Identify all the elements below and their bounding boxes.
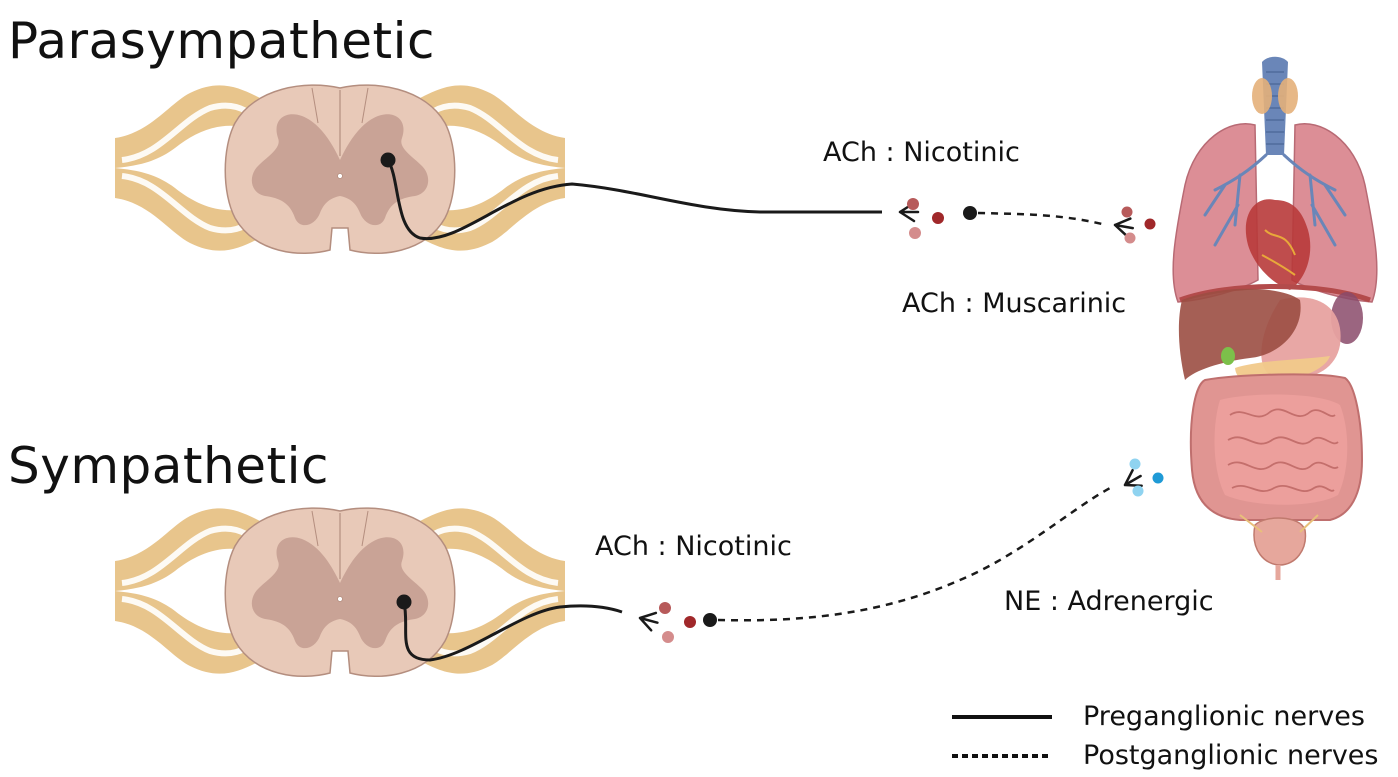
sympathetic-postganglionic-nerve (717, 486, 1111, 622)
parasympathetic-preganglionic-nerve (386, 159, 882, 241)
parasympathetic-spinal-cord (115, 85, 565, 253)
sympathetic-preganglionic-nerve (402, 601, 623, 662)
parasympathetic-ganglion-neuron-body (963, 206, 977, 220)
ne-molecule (1132, 485, 1144, 497)
ach-molecule (907, 198, 919, 210)
sympathetic-neuron-body (396, 594, 412, 610)
legend-postganglionic-label: Postganglionic nerves (1083, 740, 1379, 771)
sympathetic-postganglionic-receptor-label: NE : Adrenergic (1004, 586, 1214, 617)
ach-molecule (1144, 218, 1156, 230)
ach-molecule (909, 227, 921, 239)
ach-molecule (659, 602, 671, 614)
ach-molecule (684, 616, 696, 628)
ach-molecule (932, 212, 944, 224)
parasympathetic-postganglionic-receptor-label: ACh : Muscarinic (902, 288, 1127, 319)
parasympathetic-postganglionic-nerve (977, 211, 1103, 226)
sympathetic-preganglionic-receptor-label: ACh : Nicotinic (595, 531, 792, 562)
ach-molecule (662, 631, 674, 643)
parasympathetic-title: Parasympathetic (8, 12, 436, 70)
sympathetic-ganglion-neuron-body (703, 613, 717, 627)
sympathetic-spinal-cord (115, 508, 565, 676)
sympathetic-title: Sympathetic (8, 437, 329, 495)
ach-molecule (1121, 206, 1133, 218)
parasympathetic-preganglionic-receptor-label: ACh : Nicotinic (823, 137, 1020, 168)
parasympathetic-neuron-body (380, 152, 396, 168)
ne-molecule (1129, 458, 1141, 470)
sympathetic-ganglion-terminal (636, 608, 661, 633)
legend-preganglionic-label: Preganglionic nerves (1083, 701, 1365, 732)
internal-organs-illustration (1172, 56, 1378, 580)
ne-molecule (1152, 472, 1164, 484)
ach-molecule (1124, 232, 1136, 244)
